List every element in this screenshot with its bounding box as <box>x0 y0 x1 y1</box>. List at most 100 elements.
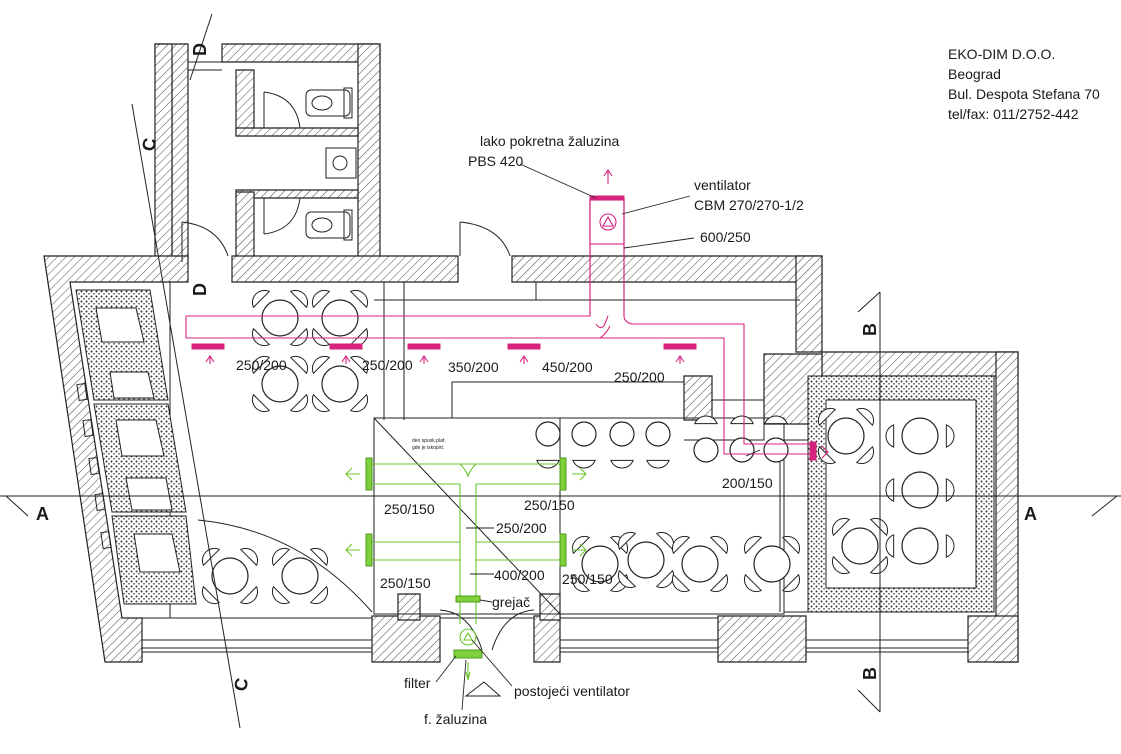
exhaust-grille-2 <box>559 457 567 491</box>
table <box>535 421 561 447</box>
chair <box>945 424 955 448</box>
wall-restroom-inner-2 <box>235 191 255 259</box>
chair <box>201 585 221 605</box>
chair <box>646 459 670 469</box>
duct-size-m2: 250/200 <box>362 357 413 373</box>
wall-bottom-pier-2 <box>533 615 561 663</box>
chair <box>831 555 851 575</box>
wall-inner-corner <box>683 375 713 421</box>
chair <box>349 327 369 347</box>
table <box>901 471 939 509</box>
wall-bottom-pier-1 <box>717 615 807 663</box>
restroom-fixtures <box>188 61 357 241</box>
table <box>627 541 665 579</box>
duct-size-g4: 250/150 <box>380 575 431 591</box>
heater-label: grejač <box>492 594 530 610</box>
table <box>645 421 671 447</box>
sink <box>325 147 357 179</box>
chair <box>251 355 271 375</box>
chair <box>730 415 754 425</box>
company-city: Beograd <box>948 66 1001 82</box>
duct-size-g5: 400/200 <box>494 567 545 583</box>
section-mark-a-right: A <box>1024 504 1037 524</box>
chair <box>743 535 763 555</box>
section-mark-a-left: A <box>36 504 49 524</box>
chair <box>311 289 331 309</box>
supply-grille-5 <box>663 343 697 350</box>
table <box>901 527 939 565</box>
chair <box>289 393 309 413</box>
chair <box>349 393 369 413</box>
planters-left <box>75 289 197 605</box>
windows <box>142 617 968 653</box>
chair <box>655 569 675 589</box>
chair <box>743 573 763 593</box>
supply-grille-6 <box>809 441 817 461</box>
wall-bottom-pier-3 <box>371 615 441 663</box>
table <box>681 545 719 583</box>
supply-grille-1 <box>191 343 225 350</box>
chair <box>831 517 851 537</box>
supply-duct-system <box>185 169 829 461</box>
table <box>211 557 249 595</box>
duct-size-m5: 250/200 <box>614 369 665 385</box>
chair <box>764 415 788 425</box>
table <box>841 527 879 565</box>
wall-top-middle <box>231 255 459 283</box>
toilet-lower <box>305 211 351 239</box>
duct-size-m3: 350/200 <box>448 359 499 375</box>
main-duct-size: 600/250 <box>700 229 751 245</box>
chair <box>817 407 837 427</box>
wall-right-upper <box>795 255 823 353</box>
wall-window-pier-2 <box>539 593 561 621</box>
filter-label: filter <box>404 675 431 691</box>
chair <box>655 531 675 551</box>
annotations: lako pokretna žaluzina PBS 420 ventilato… <box>36 43 1037 727</box>
chair <box>869 517 889 537</box>
chair <box>709 535 729 555</box>
chair <box>869 555 889 575</box>
table <box>261 299 299 337</box>
wall-restroom-right <box>357 43 381 259</box>
chair <box>885 424 895 448</box>
chair <box>945 534 955 558</box>
chair <box>694 415 718 425</box>
chair <box>855 407 875 427</box>
chair <box>239 547 259 567</box>
f-louver-label: f. žaluzina <box>424 711 487 727</box>
walls <box>43 43 1019 663</box>
chair <box>349 355 369 375</box>
table <box>693 437 719 463</box>
chair <box>289 327 309 347</box>
existing-fan-label: postojeći ventilator <box>514 683 630 699</box>
fan-model: CBM 270/270-1/2 <box>694 197 804 213</box>
wall-top-right <box>511 255 823 283</box>
wall-window-pier <box>397 593 421 621</box>
table <box>261 365 299 403</box>
chair <box>885 534 895 558</box>
company-info: EKO-DIM D.O.O. Beograd Bul. Despota Stef… <box>948 44 1100 124</box>
table <box>901 417 939 455</box>
exhaust-grille-3 <box>365 533 373 567</box>
chair <box>671 573 691 593</box>
table <box>729 437 755 463</box>
chair <box>311 393 331 413</box>
chair <box>571 573 591 593</box>
existing-fan <box>459 628 477 646</box>
heater-box <box>455 595 481 603</box>
table <box>321 299 359 337</box>
ceiling-note-2: gde je iskopirt. <box>412 445 444 451</box>
wall-bottom-right <box>967 615 1019 663</box>
wall-restroom-top <box>221 43 381 63</box>
chair <box>855 445 875 465</box>
table <box>281 557 319 595</box>
table <box>571 421 597 447</box>
duct-size-g1: 250/150 <box>384 501 435 517</box>
doors <box>181 91 535 651</box>
wall-restroom-partition-1 <box>235 127 359 137</box>
company-name: EKO-DIM D.O.O. <box>948 46 1056 62</box>
supply-grille-2 <box>329 343 363 350</box>
chair <box>271 547 291 567</box>
supply-grille-4 <box>507 343 541 350</box>
